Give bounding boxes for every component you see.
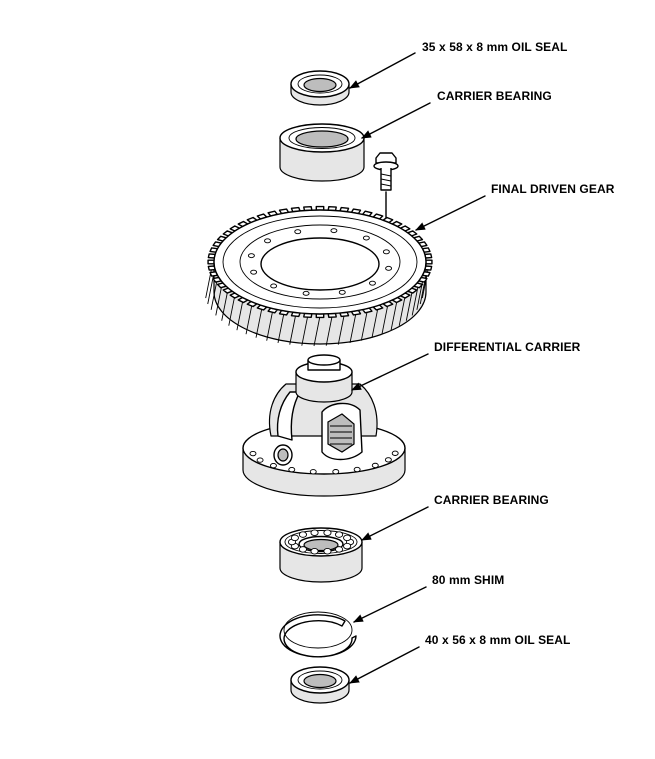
leader-final-driven-gear (415, 195, 486, 231)
bearing-ball (323, 548, 332, 555)
bearing-ball (335, 546, 344, 553)
flange-bolt-hole (332, 469, 340, 475)
flange-bolt-hole (371, 462, 379, 469)
gear-bolt-part (373, 152, 399, 263)
gear-bolt-hole (250, 269, 258, 275)
leader-oil-seal-top (349, 52, 416, 89)
oil-seal-top-part (290, 70, 350, 106)
gear-helix-line (255, 307, 263, 338)
flange-bolt-hole (288, 467, 296, 473)
gear-bolt-hole (247, 253, 255, 259)
gear-helix-line (349, 312, 357, 344)
final-driven-gear-part (205, 205, 433, 347)
label-shim: 80 mm SHIM (432, 573, 505, 587)
leader-oil-seal-bottom (349, 646, 420, 684)
gear-bolt-hole (264, 238, 271, 244)
gear-helix-line (360, 310, 368, 341)
gear-helix-line (215, 285, 223, 316)
gear-helix-line (398, 295, 406, 326)
gear-bolt-hole (338, 289, 346, 295)
flange-bolt-hole (353, 466, 361, 473)
bearing-ball (323, 529, 332, 536)
gear-helix-line (266, 310, 274, 341)
gear-helix-line (289, 314, 297, 345)
gear-helix-line (313, 315, 321, 347)
gear-bolt-hole (302, 290, 310, 296)
gear-bolt-hole (369, 280, 376, 286)
flange-bolt-hole (270, 463, 277, 469)
gear-helix-line (228, 295, 236, 326)
label-final-driven-gear: FINAL DRIVEN GEAR (491, 182, 615, 196)
gear-helix-line (390, 300, 398, 331)
carrier-bearing-bottom-part (279, 527, 363, 583)
differential-carrier-part (242, 354, 406, 497)
gear-bolt-hole (382, 249, 390, 255)
bearing-ball (298, 546, 307, 553)
gear-helix-line (337, 314, 345, 345)
flange-bolt-hole (249, 450, 257, 457)
gear-bolt-hole (270, 283, 278, 289)
gear-tooth (425, 259, 433, 265)
gear-tooth (207, 259, 215, 265)
gear-bolt-hole (362, 235, 370, 241)
gear-helix-line (405, 290, 413, 321)
bearing-ball (310, 548, 319, 555)
leader-shim (353, 586, 427, 623)
bearing-ball (290, 534, 299, 542)
gear-bolt-hole (294, 229, 302, 235)
bearing-ball (310, 529, 319, 536)
flange-bolt-hole (384, 457, 392, 463)
label-oil-seal-top: 35 x 58 x 8 mm OIL SEAL (422, 40, 568, 54)
label-carrier-bearing-bottom: CARRIER BEARING (434, 493, 549, 507)
oil-seal-bottom-part (290, 666, 350, 704)
bearing-ball (343, 534, 352, 542)
label-oil-seal-bottom: 40 x 56 x 8 mm OIL SEAL (425, 633, 571, 647)
label-carrier-bearing-top: CARRIER BEARING (437, 89, 552, 103)
gear-helix-line (301, 315, 309, 346)
gear-bolt-hole (385, 265, 393, 271)
gear-helix-line (325, 315, 333, 346)
flange-bolt-hole (391, 450, 399, 456)
gear-helix-line (277, 312, 285, 344)
gear-helix-line (221, 290, 229, 321)
gear-bolt-hole (330, 228, 338, 234)
gear-helix-line (245, 304, 253, 335)
gear-helix-line (236, 300, 244, 331)
gear-helix-line (210, 279, 218, 310)
gear-helix-line (381, 304, 389, 335)
gear-helix-line (371, 307, 379, 338)
leader-differential-carrier (351, 353, 429, 391)
bearing-ball (298, 531, 307, 538)
shim-ring-part (279, 611, 357, 658)
flange-bolt-hole (309, 469, 317, 475)
bearing-ball (343, 542, 352, 550)
label-differential-carrier: DIFFERENTIAL CARRIER (434, 340, 581, 354)
bearing-ball (335, 531, 344, 538)
leader-carrier-bearing-top (361, 102, 431, 139)
flange-bolt-hole (256, 457, 264, 463)
leader-carrier-bearing-bottom (361, 506, 429, 541)
carrier-bearing-top-part (279, 123, 365, 182)
